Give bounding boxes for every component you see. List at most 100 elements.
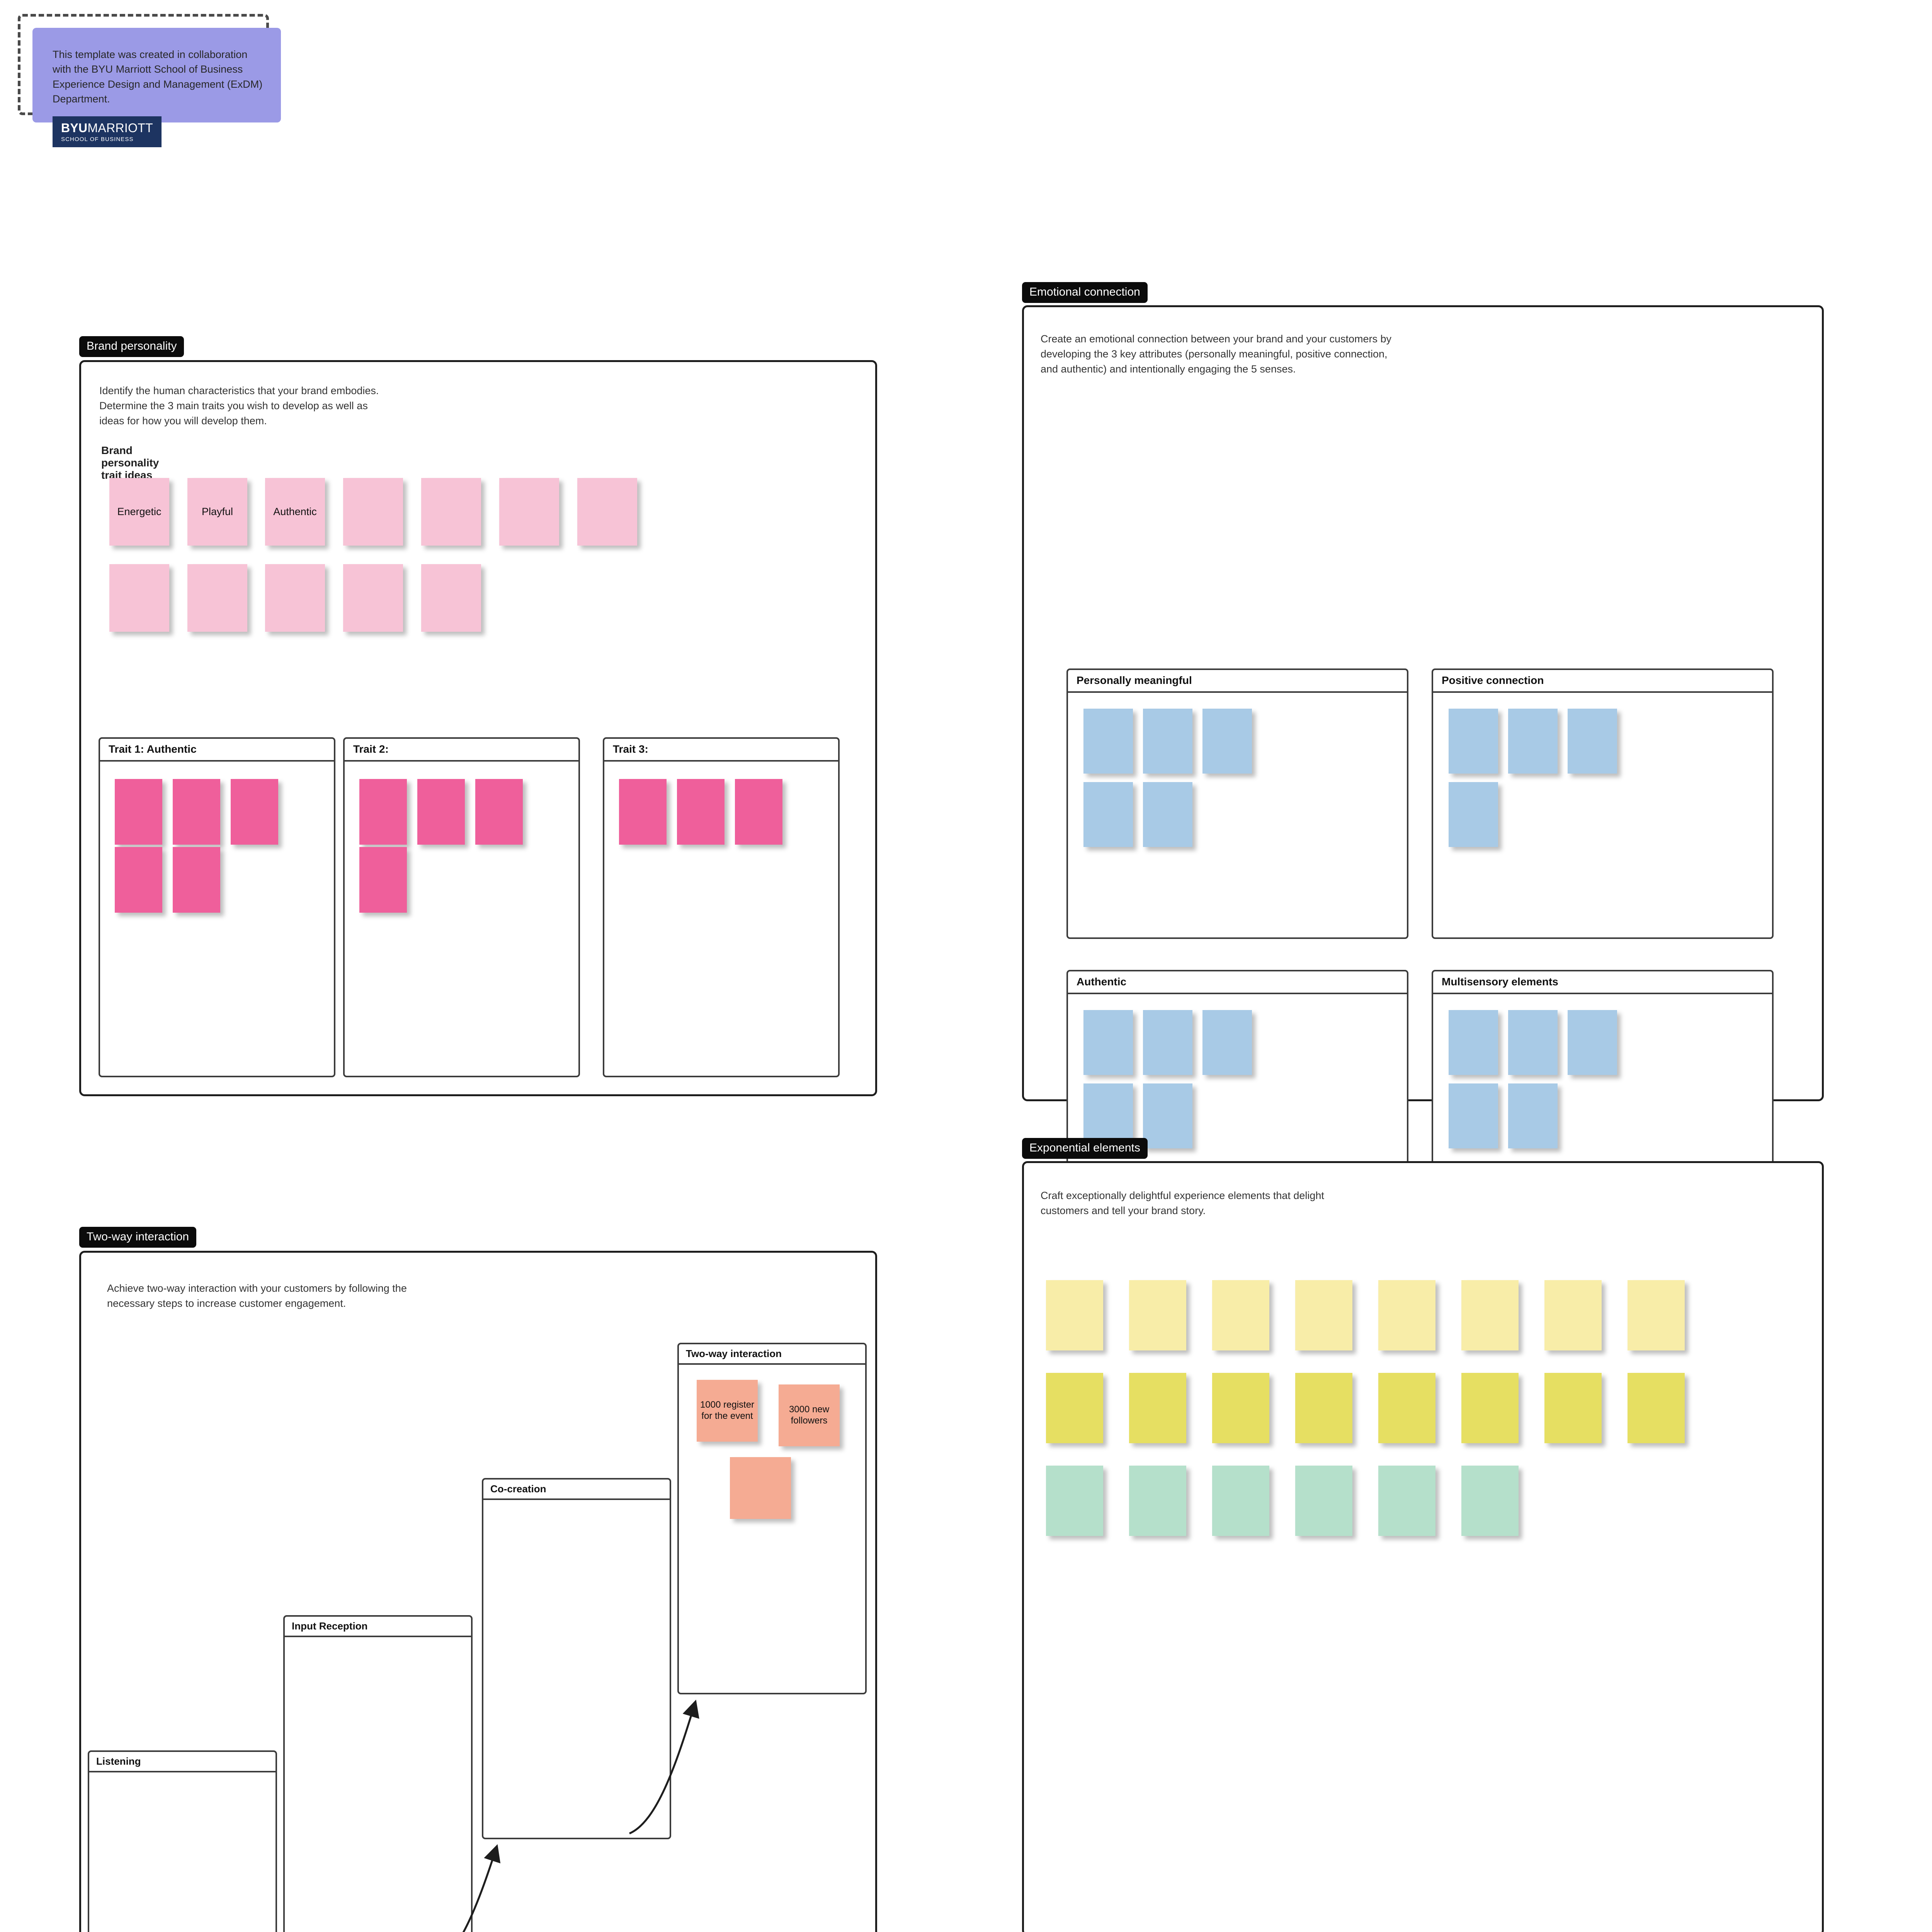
two-way-interaction-description: Achieve two-way interaction with your cu… — [107, 1282, 407, 1310]
step-box-input-reception: Input Reception — [283, 1615, 473, 1932]
trait-idea-note[interactable] — [109, 564, 169, 632]
exponential-note[interactable] — [1212, 1466, 1269, 1536]
exponential-note[interactable] — [1378, 1373, 1435, 1443]
trait-idea-note[interactable] — [343, 564, 403, 632]
exponential-note[interactable] — [1046, 1466, 1103, 1536]
exponential-note[interactable] — [1295, 1466, 1352, 1536]
emotional-note[interactable] — [1083, 709, 1133, 774]
trait-idea-note[interactable]: Energetic — [109, 478, 169, 546]
exponential-elements-tab[interactable]: Exponential elements — [1022, 1138, 1148, 1159]
exponential-elements-description: Craft exceptionally delightful experienc… — [1041, 1190, 1324, 1217]
step-box-title: Co-creation — [483, 1480, 670, 1500]
trait-note[interactable] — [677, 779, 724, 845]
trait-idea-note[interactable] — [187, 564, 247, 632]
exponential-note[interactable] — [1461, 1373, 1519, 1443]
emotional-connection-description: Create an emotional connection between y… — [1041, 333, 1392, 375]
emotional-note[interactable] — [1568, 1010, 1617, 1075]
trait-note[interactable] — [115, 779, 162, 845]
step-box-title: Listening — [89, 1752, 276, 1772]
emotional-note[interactable] — [1449, 709, 1498, 774]
exponential-note[interactable] — [1212, 1280, 1269, 1350]
attribution-card: This template was created in collaborati… — [32, 28, 281, 148]
step-box-title: Input Reception — [285, 1617, 471, 1637]
emotional-box-title: Positive connection — [1433, 670, 1772, 693]
exponential-note[interactable] — [1628, 1373, 1685, 1443]
emotional-note[interactable] — [1508, 1010, 1558, 1075]
step-box-two-way-interaction: Two-way interaction 1000 register for th… — [677, 1343, 867, 1694]
trait-box-1-title: Trait 1: Authentic — [100, 739, 334, 762]
emotional-note[interactable] — [1449, 782, 1498, 847]
trait-note[interactable] — [735, 779, 782, 845]
emotional-box-title: Multisensory elements — [1433, 971, 1772, 994]
exponential-note[interactable] — [1628, 1280, 1685, 1350]
exponential-note[interactable] — [1046, 1280, 1103, 1350]
byu-marriott-logo: BYUMARRIOTT SCHOOL OF BUSINESS — [53, 116, 162, 148]
emotional-note[interactable] — [1449, 1083, 1498, 1148]
exponential-note[interactable] — [1461, 1466, 1519, 1536]
emotional-note[interactable] — [1202, 709, 1252, 774]
trait-box-2: Trait 2: — [343, 737, 580, 1077]
exponential-note[interactable] — [1544, 1373, 1602, 1443]
trait-idea-note[interactable] — [499, 478, 559, 546]
trait-note[interactable] — [619, 779, 667, 845]
step-box-listening: Listening — [88, 1750, 277, 1932]
trait-note[interactable] — [417, 779, 465, 845]
emotional-note[interactable] — [1143, 709, 1192, 774]
emotional-note[interactable] — [1568, 709, 1617, 774]
byu-logo-subtitle: SCHOOL OF BUSINESS — [61, 136, 134, 143]
emotional-note[interactable] — [1449, 1010, 1498, 1075]
emotional-box-title: Personally meaningful — [1068, 670, 1407, 693]
emotional-note[interactable] — [1143, 782, 1192, 847]
trait-note[interactable] — [173, 779, 220, 845]
emotional-box-positive-connection: Positive connection — [1432, 668, 1774, 939]
trait-idea-note[interactable] — [343, 478, 403, 546]
two-way-interaction-tab[interactable]: Two-way interaction — [79, 1227, 197, 1248]
emotional-note[interactable] — [1083, 1083, 1133, 1148]
attribution-text: This template was created in collaborati… — [53, 49, 263, 105]
exponential-note[interactable] — [1544, 1280, 1602, 1350]
emotional-note[interactable] — [1143, 1083, 1192, 1148]
emotional-note[interactable] — [1083, 782, 1133, 847]
trait-box-1: Trait 1: Authentic — [99, 737, 335, 1077]
trait-idea-note[interactable] — [421, 564, 481, 632]
exponential-elements-body — [1022, 1161, 1824, 1932]
emotional-note[interactable] — [1508, 1083, 1558, 1148]
trait-idea-note[interactable] — [265, 564, 325, 632]
byu-logo-bold: BYU — [61, 121, 88, 135]
goal-note[interactable]: 3000 new followers — [779, 1384, 840, 1446]
exponential-note[interactable] — [1295, 1280, 1352, 1350]
trait-note[interactable] — [173, 847, 220, 913]
trait-note[interactable] — [359, 847, 407, 913]
emotional-note[interactable] — [1143, 1010, 1192, 1075]
trait-note[interactable] — [115, 847, 162, 913]
brand-personality-tab[interactable]: Brand personality — [79, 336, 184, 357]
exponential-note[interactable] — [1295, 1373, 1352, 1443]
exponential-note[interactable] — [1129, 1280, 1186, 1350]
exponential-note[interactable] — [1046, 1373, 1103, 1443]
exponential-note[interactable] — [1378, 1466, 1435, 1536]
goal-note[interactable] — [730, 1457, 791, 1519]
trait-note[interactable] — [475, 779, 523, 845]
trait-note[interactable] — [359, 779, 407, 845]
emotional-note[interactable] — [1508, 709, 1558, 774]
trait-box-3: Trait 3: — [603, 737, 840, 1077]
emotional-box-title: Authentic — [1068, 971, 1407, 994]
exponential-note[interactable] — [1212, 1373, 1269, 1443]
emotional-box-personally-meaningful: Personally meaningful — [1066, 668, 1408, 939]
exponential-note[interactable] — [1129, 1373, 1186, 1443]
step-box-title: Two-way interaction — [679, 1344, 865, 1365]
emotional-connection-tab[interactable]: Emotional connection — [1022, 282, 1148, 303]
trait-idea-note[interactable]: Playful — [187, 478, 247, 546]
trait-idea-note[interactable] — [421, 478, 481, 546]
trait-idea-note[interactable] — [577, 478, 637, 546]
exponential-note[interactable] — [1129, 1466, 1186, 1536]
exponential-note[interactable] — [1378, 1280, 1435, 1350]
trait-box-2-title: Trait 2: — [345, 739, 578, 762]
brand-personality-subheading: Brand personality trait ideas — [101, 444, 159, 481]
goal-note[interactable]: 1000 register for the event — [697, 1380, 758, 1442]
trait-note[interactable] — [231, 779, 278, 845]
emotional-note[interactable] — [1202, 1010, 1252, 1075]
trait-idea-note[interactable]: Authentic — [265, 478, 325, 546]
exponential-note[interactable] — [1461, 1280, 1519, 1350]
emotional-note[interactable] — [1083, 1010, 1133, 1075]
